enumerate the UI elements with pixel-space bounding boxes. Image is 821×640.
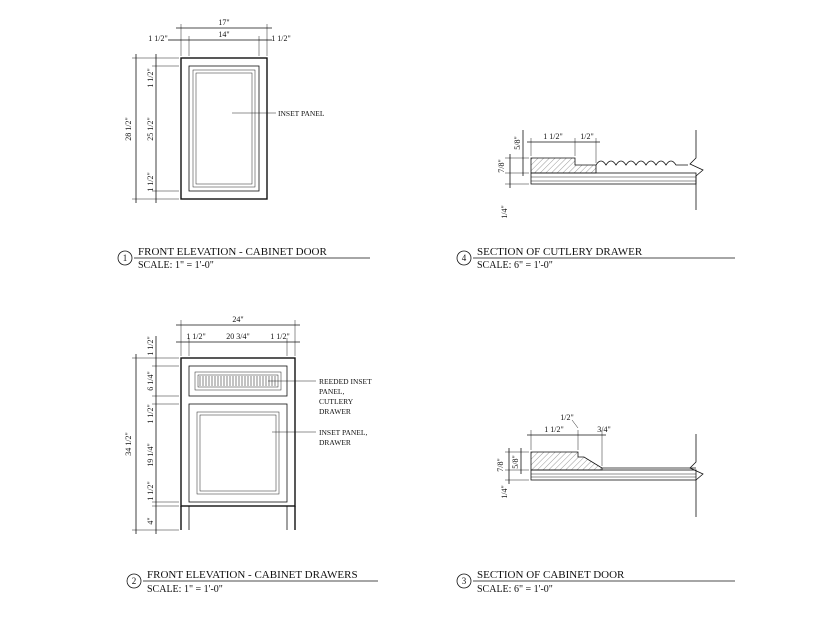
reeded-panel (197, 374, 279, 388)
dim-width-a: 1 1/2" (543, 132, 563, 141)
note-inset-panel: INSET PANEL (278, 109, 325, 118)
view-4-section-cutlery-drawer: 1 1/2" 1/2" 7/8" 5/8" 1/4" 4 SECTION OF … (456, 130, 735, 271)
dim-height: 7/8" (497, 159, 506, 173)
note-reeded-2: PANEL, (319, 387, 344, 396)
dim-height: 7/8" (496, 458, 505, 472)
view-1-cabinet-door: 17" 14" 1 1/2" 1 1/2" 28 1/2" 1 1/2" 25 … (117, 18, 370, 271)
dim-width-a: 1 1/2" (544, 425, 564, 434)
note-reeded-4: DRAWER (319, 407, 351, 416)
view-number-bubble (456, 250, 472, 266)
view-2-cabinet-drawers: 24" 20 3/4" 1 1/2" 1 1/2" 34 1/2" 1 1/2"… (124, 315, 378, 595)
dim-rail-bottom: 1 1/2" (146, 172, 155, 192)
view-3-section-cabinet-door: 1 1/2" 3/4" 1/2" 7/8" 5/8" 1/4" 3 SECTIO… (456, 413, 735, 595)
dim-side-left: 1 1/2" (186, 332, 206, 341)
dim-mid-rail: 1 1/2" (146, 404, 155, 424)
view-number-bubble (126, 573, 142, 589)
view-title: SECTION OF CUTLERY DRAWER (477, 246, 643, 258)
inset-panel (192, 69, 256, 188)
dim-rail-top: 1 1/2" (146, 68, 155, 88)
view-title: FRONT ELEVATION - CABINET DOOR (138, 246, 328, 258)
dim-bottom: 1/4" (500, 205, 509, 219)
dim-side-right: 1 1/2" (270, 332, 290, 341)
door-frame-inner (188, 65, 260, 192)
dim-inner-width: 20 3/4" (226, 332, 250, 341)
dim-toe: 4" (146, 517, 155, 524)
view-scale: SCALE: 1" = 1'-0" (147, 584, 223, 595)
view-title: SECTION OF CABINET DOOR (477, 569, 625, 581)
reeded-profile (595, 160, 688, 166)
view-number-bubble (456, 573, 472, 589)
drawer-section-profile (530, 157, 597, 174)
lower-door (188, 403, 288, 503)
dim-width-b: 3/4" (597, 425, 611, 434)
dim-width-b: 1/2" (580, 132, 594, 141)
door-outline (180, 57, 268, 200)
note-inset-2: DRAWER (319, 438, 351, 447)
dim-overall-height: 34 1/2" (124, 432, 133, 456)
note-inset-1: INSET PANEL, (319, 428, 367, 437)
break-line (689, 130, 704, 210)
dim-overall-width: 17" (218, 18, 229, 27)
dim-overall-height: 28 1/2" (124, 117, 133, 141)
note-reeded-1: REEDED INSET (319, 377, 372, 386)
break-line (689, 434, 704, 517)
door-section-profile (530, 451, 603, 471)
dim-top-small: 5/8" (513, 136, 522, 150)
view-number: 2 (132, 576, 137, 586)
view-title: FRONT ELEVATION - CABINET DRAWERS (147, 569, 358, 581)
view-number-bubble (117, 250, 133, 266)
dim-overall-width: 24" (232, 315, 243, 324)
note-reeded-3: CUTLERY (319, 397, 354, 406)
inset-panel-drawer (199, 414, 277, 492)
dim-top-small: 1/2" (560, 413, 574, 422)
dim-top-rail: 1 1/2" (146, 336, 155, 356)
view-scale: SCALE: 6" = 1'-0" (477, 584, 553, 595)
dim-inner-width: 14" (218, 30, 229, 39)
view-number: 1 (123, 253, 128, 263)
dim-panel-height: 25 1/2" (146, 117, 155, 141)
dim-drawer-height: 6 1/4" (146, 371, 155, 391)
view-number: 3 (462, 576, 467, 586)
view-number: 4 (462, 253, 467, 263)
view-scale: SCALE: 1" = 1'-0" (138, 260, 214, 271)
dim-side-left: 1 1/2" (148, 34, 168, 43)
dim-lower-height: 19 1/4" (146, 443, 155, 467)
view-scale: SCALE: 6" = 1'-0" (477, 260, 553, 271)
dim-step: 5/8" (511, 455, 520, 469)
dim-bottom: 1/4" (500, 485, 509, 499)
dim-side-right: 1 1/2" (271, 34, 291, 43)
dim-bottom-rail: 1 1/2" (146, 481, 155, 501)
